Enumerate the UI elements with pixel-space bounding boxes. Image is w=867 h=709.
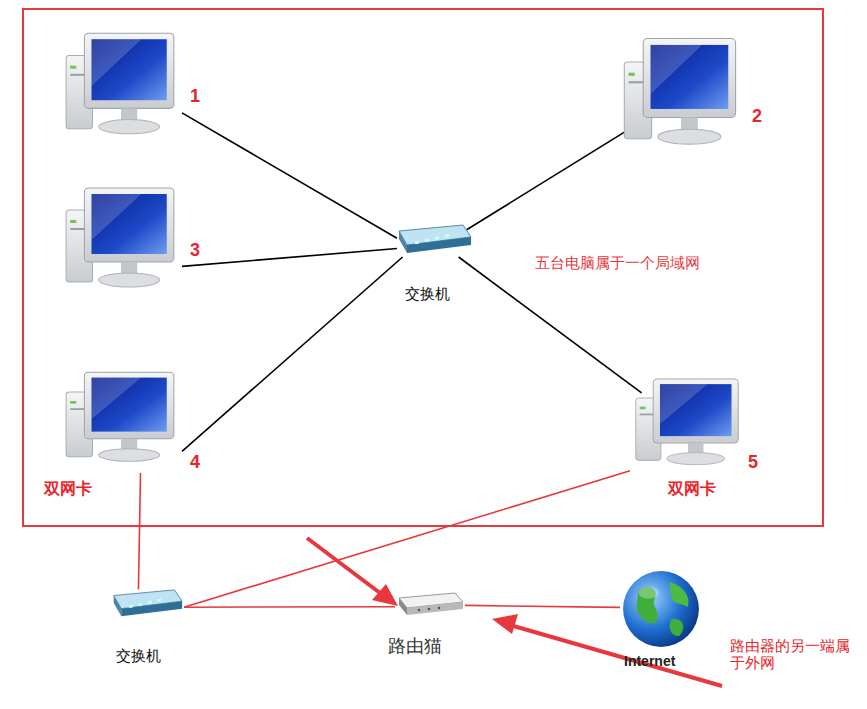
region-label: 五台电脑属于一个局域网 [535,255,700,272]
pointer-arrow [510,625,722,686]
computer-icon: 1 [60,25,182,147]
callout-number: 5 [748,452,758,473]
pc-picture [60,25,182,147]
network-cable [184,471,630,607]
callout-number: 2 [752,106,762,127]
cable-line [184,471,630,607]
network-cable [184,606,395,607]
network-cable [138,473,140,590]
computer-icon: 3 [60,180,182,300]
switch-picture [108,588,184,620]
callout-number: 1 [190,86,200,107]
computer-icon: 5双网卡 [630,372,746,476]
cable-line [182,113,397,238]
nic-label: 双网卡 [668,480,716,498]
callout-note: 路由器的另一端属于外网 [730,638,858,673]
network-cable [465,605,620,607]
nic-label: 双网卡 [44,480,92,498]
computer-icon: 2 [618,30,744,158]
switch-icon: 交换机 [393,223,473,257]
arrowhead [492,614,518,634]
device-label: 交换机 [116,648,161,665]
cable-line [467,130,628,230]
switch-icon: 交换机 [108,588,184,620]
router-picture [395,590,465,618]
globe-picture [620,568,702,650]
internet-globe: Internet [620,568,702,650]
device-label: Internet [624,653,675,669]
network-cable [459,257,642,393]
pc-picture [630,372,746,476]
network-cable [467,130,628,230]
cable-line [138,473,140,590]
router-icon: 路由猫 [395,590,465,618]
cable-line [182,249,397,267]
switch-picture [393,223,473,257]
pc-picture [60,180,182,300]
arrowhead [372,584,398,606]
cable-line [465,605,620,607]
cable-line [184,606,395,608]
callout-number: 3 [190,240,200,261]
device-label: 路由猫 [388,636,442,657]
pc-picture [60,365,182,473]
network-cable [182,113,397,238]
network-cable [182,257,403,451]
network-cable [182,249,397,267]
device-label: 交换机 [405,286,450,303]
computer-icon: 4双网卡 [60,365,182,473]
pointer-arrow [307,538,384,596]
callout-number: 4 [190,452,200,473]
cable-line [459,257,642,393]
lan-region: 五台电脑属于一个局域网123交换机4双网卡5双网卡 [22,8,824,527]
cable-line [182,257,403,451]
pc-picture [618,30,744,158]
